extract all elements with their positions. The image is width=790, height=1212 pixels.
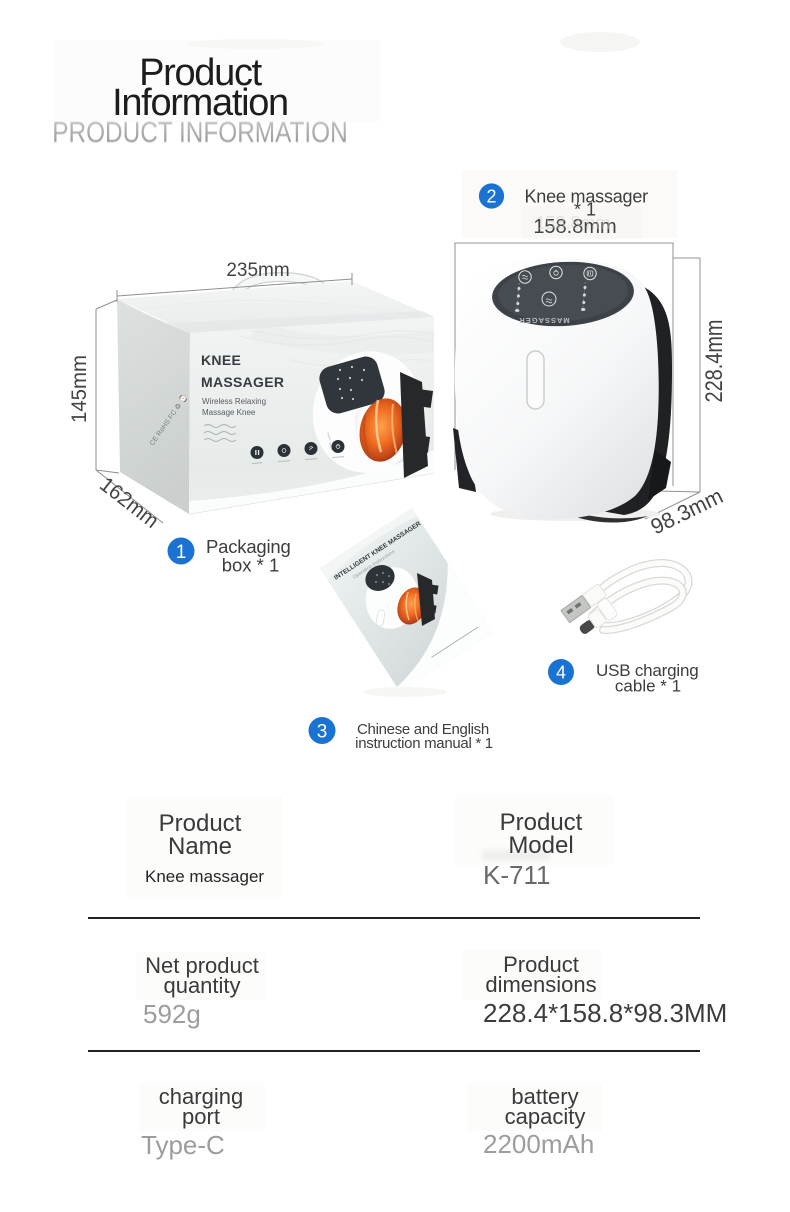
svg-text:Massage Knee: Massage Knee — [202, 408, 256, 417]
svg-text:228.4mm: 228.4mm — [701, 320, 728, 403]
svg-text:MASSAGER: MASSAGER — [518, 316, 569, 325]
svg-text:Packaging: Packaging — [206, 536, 291, 557]
svg-text:Knee massager: Knee massager — [525, 187, 649, 207]
svg-text:MASSAGER: MASSAGER — [201, 374, 284, 390]
svg-text:Chinese and English: Chinese and English — [357, 721, 489, 738]
svg-text:Wireless Relaxing: Wireless Relaxing — [202, 397, 266, 406]
svg-text:145mm: 145mm — [68, 355, 91, 423]
svg-text:158.8mm: 158.8mm — [533, 216, 616, 238]
svg-text:box * 1: box * 1 — [222, 555, 280, 576]
svg-text:USB charging: USB charging — [596, 661, 699, 680]
svg-text:* 1: * 1 — [574, 200, 596, 220]
svg-text:KNEE: KNEE — [201, 352, 241, 368]
svg-text:1: 1 — [176, 542, 187, 563]
svg-text:4: 4 — [556, 663, 566, 683]
svg-text:instruction manual * 1: instruction manual * 1 — [355, 735, 493, 752]
svg-text:cable * 1: cable * 1 — [615, 677, 681, 696]
svg-text:2: 2 — [486, 187, 496, 207]
svg-text:158.8mm: 158.8mm — [535, 213, 610, 233]
svg-text:3: 3 — [317, 722, 328, 743]
svg-text:235mm: 235mm — [226, 260, 289, 281]
